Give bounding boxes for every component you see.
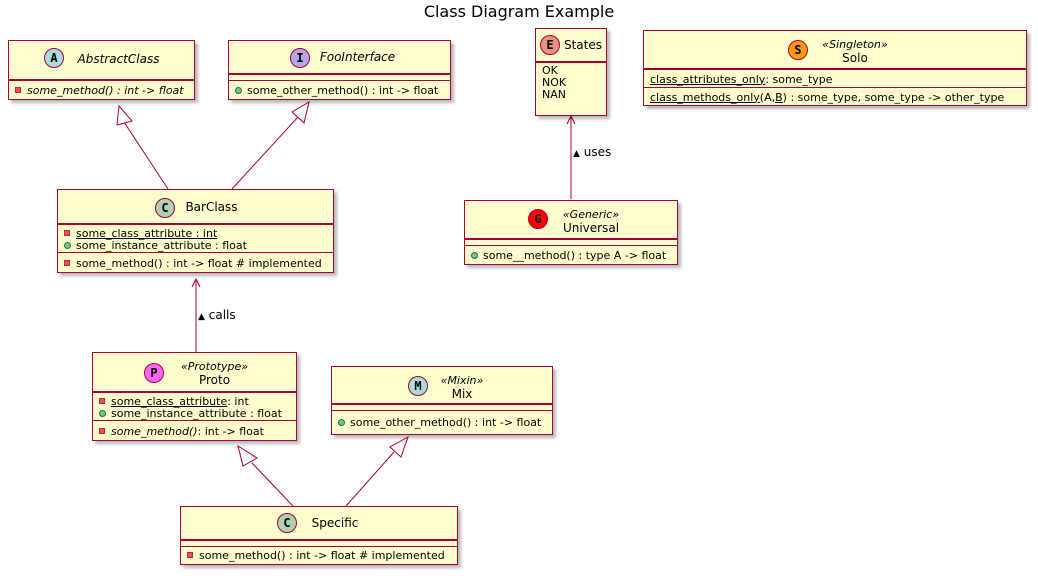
methods-section: some_method() : int -> float # implement… [58, 252, 333, 272]
calls-arrowhead [191, 277, 201, 288]
class-name: FooInterface [319, 50, 396, 64]
empty-fields-section [229, 74, 450, 80]
generic-badge-icon: G [528, 209, 548, 229]
methods-section: some_other_method() : int -> float [332, 410, 552, 434]
diagram-title: Class Diagram Example [423, 2, 615, 21]
edge-specific-mix [345, 451, 395, 507]
methods-section: some__method() : type A -> float [465, 245, 677, 264]
class-name: Solo [842, 51, 868, 65]
attribute-row: some_class_attribute : int [58, 227, 333, 240]
empty-fields-section [181, 540, 457, 546]
stereotype-label: «Prototype» [180, 360, 249, 373]
enum-states: E States OK NOK NAN [535, 28, 607, 116]
methods-section: class_methods_only(A, B) : some_type, so… [644, 87, 1026, 105]
class-name: States [563, 38, 602, 52]
class-name: AbstractClass [77, 52, 160, 66]
inheritance-arrowhead [291, 100, 310, 124]
fields-section: some_class_attribute : int some_instance… [93, 392, 296, 420]
class-proto: P «Prototype» Proto some_class_attribute… [92, 352, 297, 441]
class-abstractclass: A AbstractClass some_method() : int -> f… [8, 40, 195, 100]
uses-label: ▲ uses [573, 145, 612, 159]
class-name: Mix [451, 387, 473, 401]
public-visibility-icon [338, 418, 345, 426]
class-foointerface: I FooInterface some_other_method() : int… [228, 40, 451, 100]
class-specific: C Specific some_method() : int -> float … [180, 506, 458, 565]
private-visibility-icon [64, 230, 70, 236]
edge-barclass-abstractclass [123, 121, 169, 190]
edge-specific-proto [251, 462, 294, 507]
class-barclass: C BarClass some_class_attribute : int so… [57, 189, 334, 273]
mixin-badge-icon: M [408, 376, 428, 396]
inheritance-arrowhead [116, 104, 133, 126]
public-visibility-icon [471, 251, 478, 259]
attribute-row: class_attributes_only : some_type [650, 72, 833, 86]
public-visibility-icon [99, 409, 106, 417]
method-row: some_other_method() : int -> float [332, 415, 552, 429]
enum-badge-icon: E [540, 35, 560, 55]
public-visibility-icon [235, 86, 242, 94]
edge-barclass-foointerface [231, 116, 299, 190]
class-badge-icon: C [277, 513, 297, 533]
empty-fields-section [332, 404, 552, 410]
attribute-row: some_class_attribute : int [93, 395, 296, 408]
calls-label: ▲ calls [198, 308, 236, 322]
stereotype-label: «Singleton» [822, 38, 888, 51]
enum-value: OK [542, 63, 558, 77]
private-visibility-icon [64, 260, 70, 266]
attribute-row: some_instance_attribute : float [58, 239, 333, 252]
singleton-badge-icon: S [788, 40, 808, 60]
class-name: Universal [562, 221, 620, 235]
class-universal: G «Generic» Universal some__method() : t… [464, 200, 678, 265]
class-name: BarClass [185, 200, 238, 214]
method-row: class_methods_only(A, B) : some_type, so… [650, 90, 1005, 104]
inheritance-arrowhead [389, 435, 409, 458]
method-row: some_method() : int -> float [9, 83, 194, 97]
class-mix: M «Mixin» Mix some_other_method() : int … [331, 366, 553, 435]
methods-section: some_other_method() : int -> float [229, 80, 450, 99]
stereotype-label: «Generic» [562, 208, 620, 221]
interface-badge-icon: I [290, 48, 310, 68]
class-badge-icon: C [155, 198, 175, 218]
enum-value: NOK [542, 75, 567, 89]
direction-triangle-icon: ▲ [573, 149, 580, 159]
fields-section: class_attributes_only : some_type [644, 69, 1026, 87]
private-visibility-icon [187, 552, 193, 558]
method-row: some__method() : type A -> float [465, 248, 677, 262]
private-visibility-icon [99, 428, 105, 434]
method-row: some_method() : int -> float [93, 424, 296, 438]
class-solo: S «Singleton» Solo class_attributes_only… [643, 30, 1027, 106]
method-row: some_other_method() : int -> float [229, 83, 450, 97]
attribute-row: some_instance_attribute : float [93, 407, 296, 420]
stereotype-label: «Mixin» [440, 374, 484, 387]
public-visibility-icon [64, 241, 71, 249]
empty-fields-section [465, 239, 677, 245]
method-row: some_method() : int -> float # implement… [58, 256, 333, 270]
methods-section: some_method() : int -> float # implement… [181, 546, 457, 564]
fields-section: some_class_attribute : int some_instance… [58, 224, 333, 252]
methods-section: some_method() : int -> float [9, 80, 194, 99]
method-row: some_method() : int -> float # implement… [181, 548, 457, 562]
inheritance-arrowhead [237, 444, 258, 467]
class-name: Specific [311, 516, 359, 530]
methods-section: some_method() : int -> float [93, 420, 296, 440]
prototype-badge-icon: P [144, 363, 164, 383]
enum-value: NAN [542, 87, 566, 101]
direction-triangle-icon: ▲ [198, 312, 205, 322]
class-name: Proto [198, 373, 231, 387]
private-visibility-icon [15, 87, 21, 93]
private-visibility-icon [99, 398, 105, 404]
abstract-class-badge-icon: A [44, 48, 64, 68]
uses-arrowhead [566, 114, 576, 125]
values-section: OK NOK NAN [536, 62, 606, 102]
